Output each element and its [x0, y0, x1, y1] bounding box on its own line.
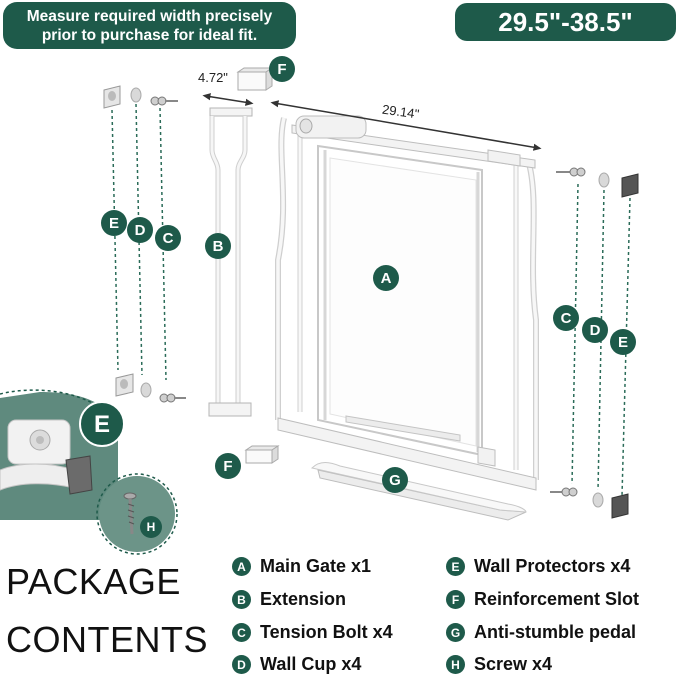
- tension-bolt-top-right: [556, 167, 586, 177]
- reinforcement-slot-top: [236, 67, 274, 91]
- legend-item-extension: B Extension: [232, 589, 346, 610]
- svg-text:D: D: [135, 222, 146, 239]
- callout-c-right: C: [553, 305, 579, 331]
- measure-notice-banner: Measure required width precisely prior t…: [3, 2, 296, 49]
- legend-badge-d: D: [232, 655, 251, 674]
- callout-c-left: C: [155, 225, 181, 251]
- anti-stumble-pedal: [311, 462, 527, 521]
- wall-protector-top-right: [621, 173, 639, 198]
- legend-label-wall-protectors: Wall Protectors x4: [474, 556, 631, 576]
- callout-d-left: D: [127, 217, 153, 243]
- svg-text:F: F: [277, 61, 286, 78]
- extension-width-label: 4.72": [198, 70, 228, 85]
- legend-label-reinforcement-slot: Reinforcement Slot: [474, 589, 640, 609]
- svg-text:B: B: [213, 238, 224, 255]
- measure-notice-line1: Measure required width precisely: [26, 7, 273, 25]
- legend-badge-h: H: [446, 655, 465, 674]
- extension-width-dimension: 4.72": [198, 70, 254, 106]
- size-range-text: 29.5"-38.5": [498, 6, 633, 37]
- extension-piece: [208, 107, 253, 417]
- legend-item-main-gate: A Main Gate x1: [232, 556, 371, 577]
- callout-e-left: E: [101, 210, 127, 236]
- wall-cup-top-right: [598, 172, 610, 188]
- callout-e-right: E: [610, 329, 636, 355]
- callout-d-right: D: [582, 317, 608, 343]
- callout-g: G: [382, 467, 408, 493]
- reinforcement-slot-bottom: [244, 445, 280, 464]
- svg-text:D: D: [590, 322, 601, 339]
- legend-label-extension: Extension: [260, 589, 347, 609]
- main-gate: [275, 115, 539, 491]
- measure-notice-line2: prior to purchase for ideal fit.: [41, 26, 258, 44]
- tension-bolt-bottom-right: [550, 487, 578, 497]
- wall-cup-top-left: [130, 87, 142, 103]
- callout-f-bottom: F: [215, 453, 241, 479]
- tension-bolt-top-left: [150, 96, 178, 106]
- gate-width-dimension: 29.14": [270, 100, 542, 151]
- left-hardware-column: [103, 85, 186, 403]
- wall-cup-bottom-left: [140, 382, 152, 398]
- package-heading-line1: PACKAGE: [6, 561, 181, 602]
- legend-label-screw: Screw x4: [474, 654, 553, 674]
- callout-h-inset: H: [140, 516, 162, 538]
- gate-width-label: 29.14": [381, 102, 420, 122]
- screw-detail-inset: [96, 473, 178, 555]
- svg-text:E: E: [618, 334, 628, 351]
- size-range-badge: 29.5"-38.5": [455, 3, 676, 41]
- legend-label-main-gate: Main Gate x1: [260, 556, 372, 576]
- legend-badge-b: B: [232, 590, 251, 609]
- legend-label-wall-cup: Wall Cup x4: [260, 654, 362, 674]
- svg-text:C: C: [561, 310, 572, 327]
- svg-text:F: F: [223, 458, 232, 475]
- callout-e-inset: E: [79, 401, 125, 447]
- legend-item-anti-stumble-pedal: G Anti-stumble pedal: [446, 622, 636, 643]
- legend-badge-f: F: [446, 590, 465, 609]
- legend-badge-e: E: [446, 557, 465, 576]
- legend-badge-c: C: [232, 623, 251, 642]
- svg-text:H: H: [147, 520, 156, 534]
- legend-item-screw: H Screw x4: [446, 654, 552, 675]
- package-heading-line2: CONTENTS: [6, 619, 208, 660]
- legend-badge-a: A: [232, 557, 251, 576]
- legend-item-wall-protectors: E Wall Protectors x4: [446, 556, 630, 577]
- callout-a: A: [373, 265, 399, 291]
- svg-text:E: E: [94, 411, 110, 438]
- legend-label-anti-stumble-pedal: Anti-stumble pedal: [474, 622, 637, 642]
- svg-text:A: A: [381, 270, 392, 287]
- svg-text:C: C: [163, 230, 174, 247]
- tension-bolt-bottom-left: [159, 393, 186, 403]
- callout-f-top: F: [269, 56, 295, 82]
- wall-cup-bottom-right: [592, 492, 604, 508]
- svg-text:G: G: [389, 472, 401, 489]
- legend-label-tension-bolt: Tension Bolt x4: [260, 622, 393, 642]
- legend-item-wall-cup: D Wall Cup x4: [232, 654, 361, 675]
- wall-protector-bottom-right: [611, 493, 629, 519]
- legend-item-tension-bolt: C Tension Bolt x4: [232, 622, 393, 643]
- legend-item-reinforcement-slot: F Reinforcement Slot: [446, 589, 639, 610]
- legend-badge-g: G: [446, 623, 465, 642]
- right-hardware-column: [550, 167, 639, 519]
- callout-b: B: [205, 233, 231, 259]
- svg-text:E: E: [109, 215, 119, 232]
